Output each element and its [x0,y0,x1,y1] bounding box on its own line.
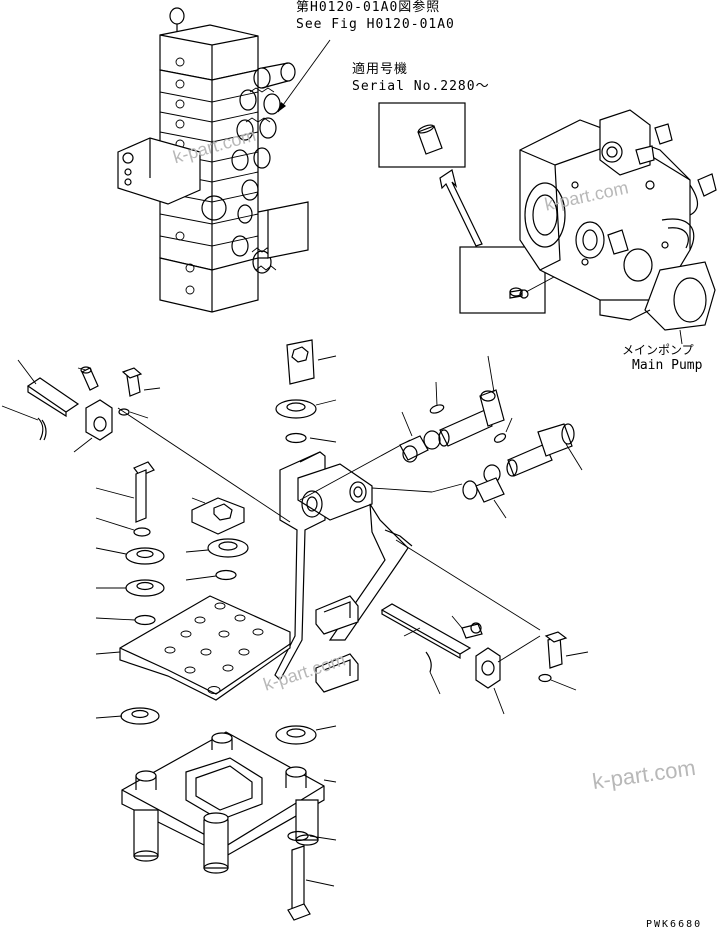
main-pump-icon [519,109,717,345]
reference-figure-english: See Fig H0120-01A0 [296,17,455,32]
main-pump-label-english: Main Pump [632,358,703,373]
reference-figure-japanese: 第H0120-01A0図参照 [296,0,441,15]
control-valve-icon [117,7,331,313]
serial-applicability-english: Serial No.2280～ [352,79,490,94]
pivot-pins [299,355,583,519]
left-parts [1,359,337,745]
lower-right-parts [117,407,589,715]
main-pump-label-japanese: メインポンプ [622,343,694,357]
bracket-icon [274,339,413,693]
drawing-code: PWK6680 [646,919,703,930]
serial-applicability-japanese: 適用号機 [352,62,409,77]
base-plate [121,731,337,921]
pin-detail-icon [378,102,609,314]
